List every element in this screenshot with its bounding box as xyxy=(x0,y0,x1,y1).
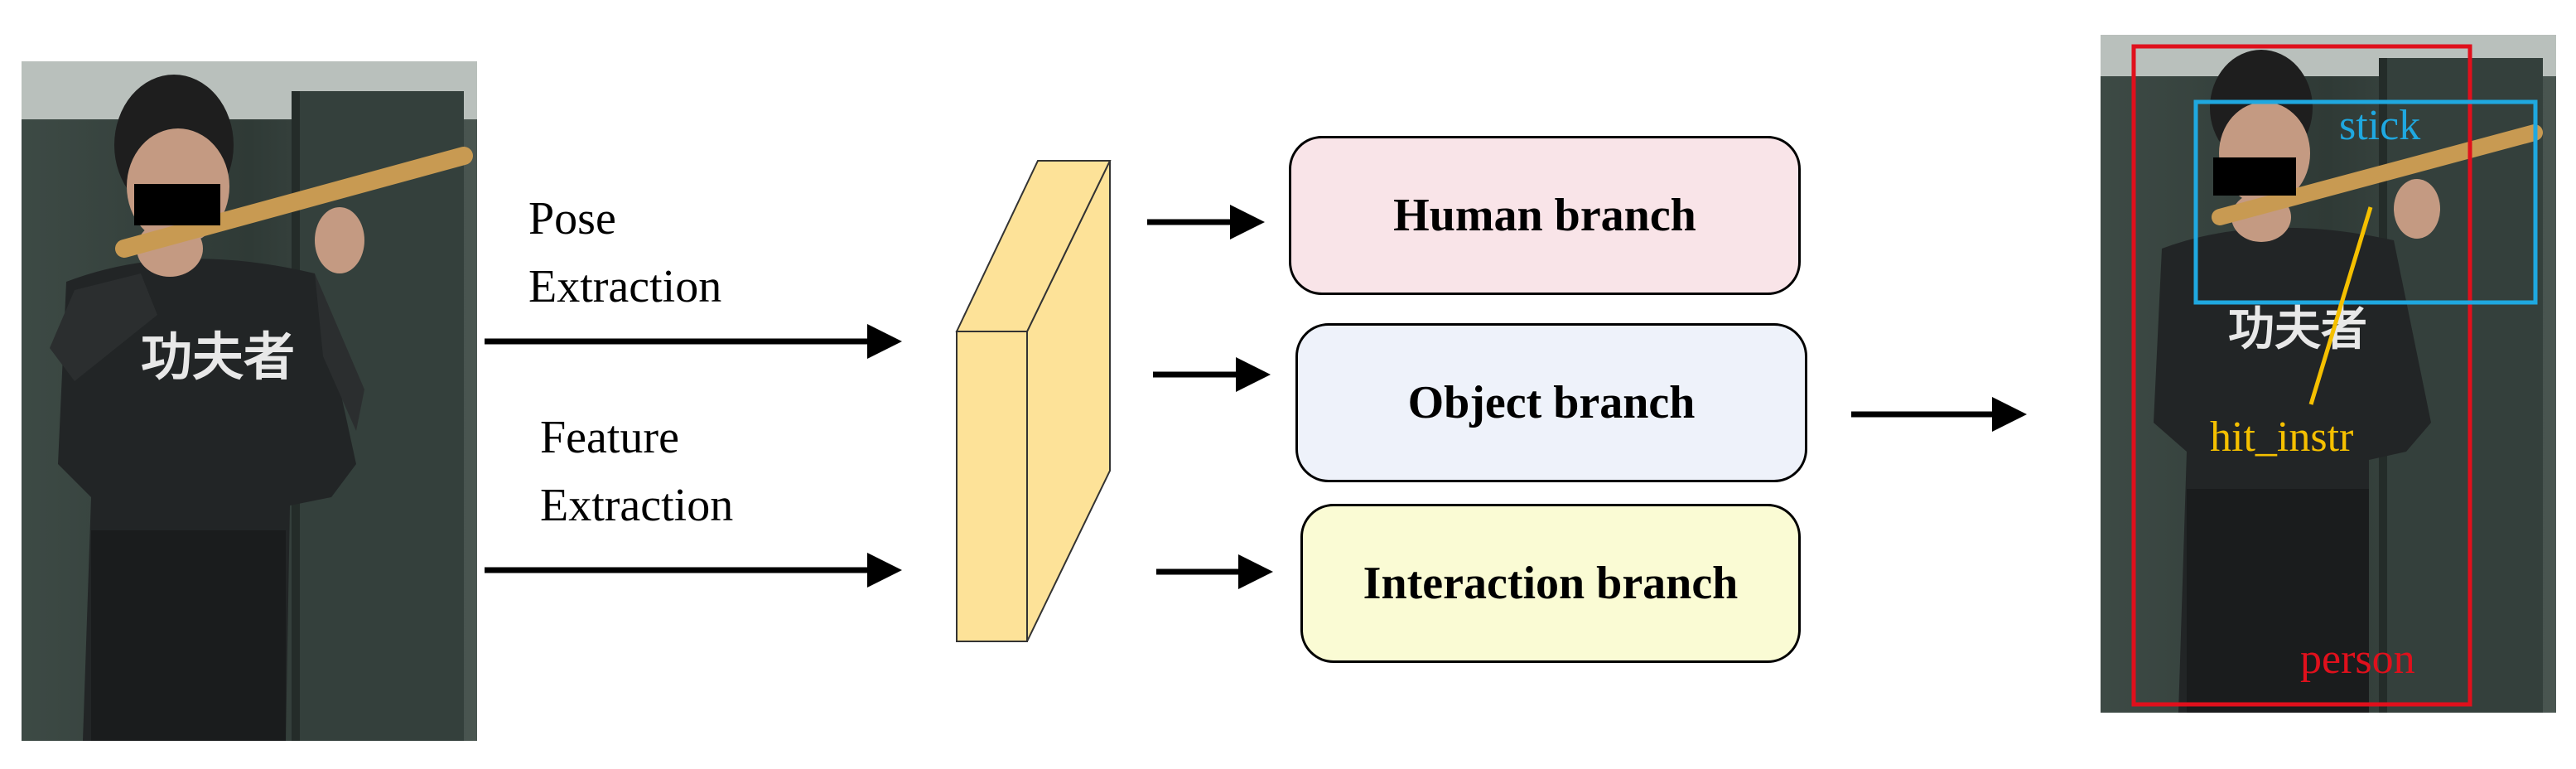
stick xyxy=(115,147,473,258)
human-branch-box: Human branch xyxy=(1289,136,1801,295)
shirt-print-output: 功夫者 xyxy=(2228,302,2367,356)
interaction-line xyxy=(2308,206,2373,405)
stick-bounding-box xyxy=(2193,99,2538,305)
output-photo xyxy=(2101,35,2556,713)
person-bounding-box xyxy=(2131,44,2472,707)
feature-block xyxy=(955,160,1112,642)
feature-label-line1: Feature xyxy=(540,412,679,463)
pose-label-line1: Pose xyxy=(528,193,616,244)
object-branch-box: Object branch xyxy=(1295,323,1807,482)
hit-instr-label: hit_instr xyxy=(2210,414,2354,461)
stick-label: stick xyxy=(2339,102,2421,149)
interaction-branch-box: Interaction branch xyxy=(1300,504,1801,663)
pose-label-line2: Extraction xyxy=(528,261,722,312)
feature-label-line2: Extraction xyxy=(540,480,734,531)
shirt-print: 功夫者 xyxy=(141,326,296,387)
person-label: person xyxy=(2300,636,2415,683)
face-redaction xyxy=(134,184,220,225)
